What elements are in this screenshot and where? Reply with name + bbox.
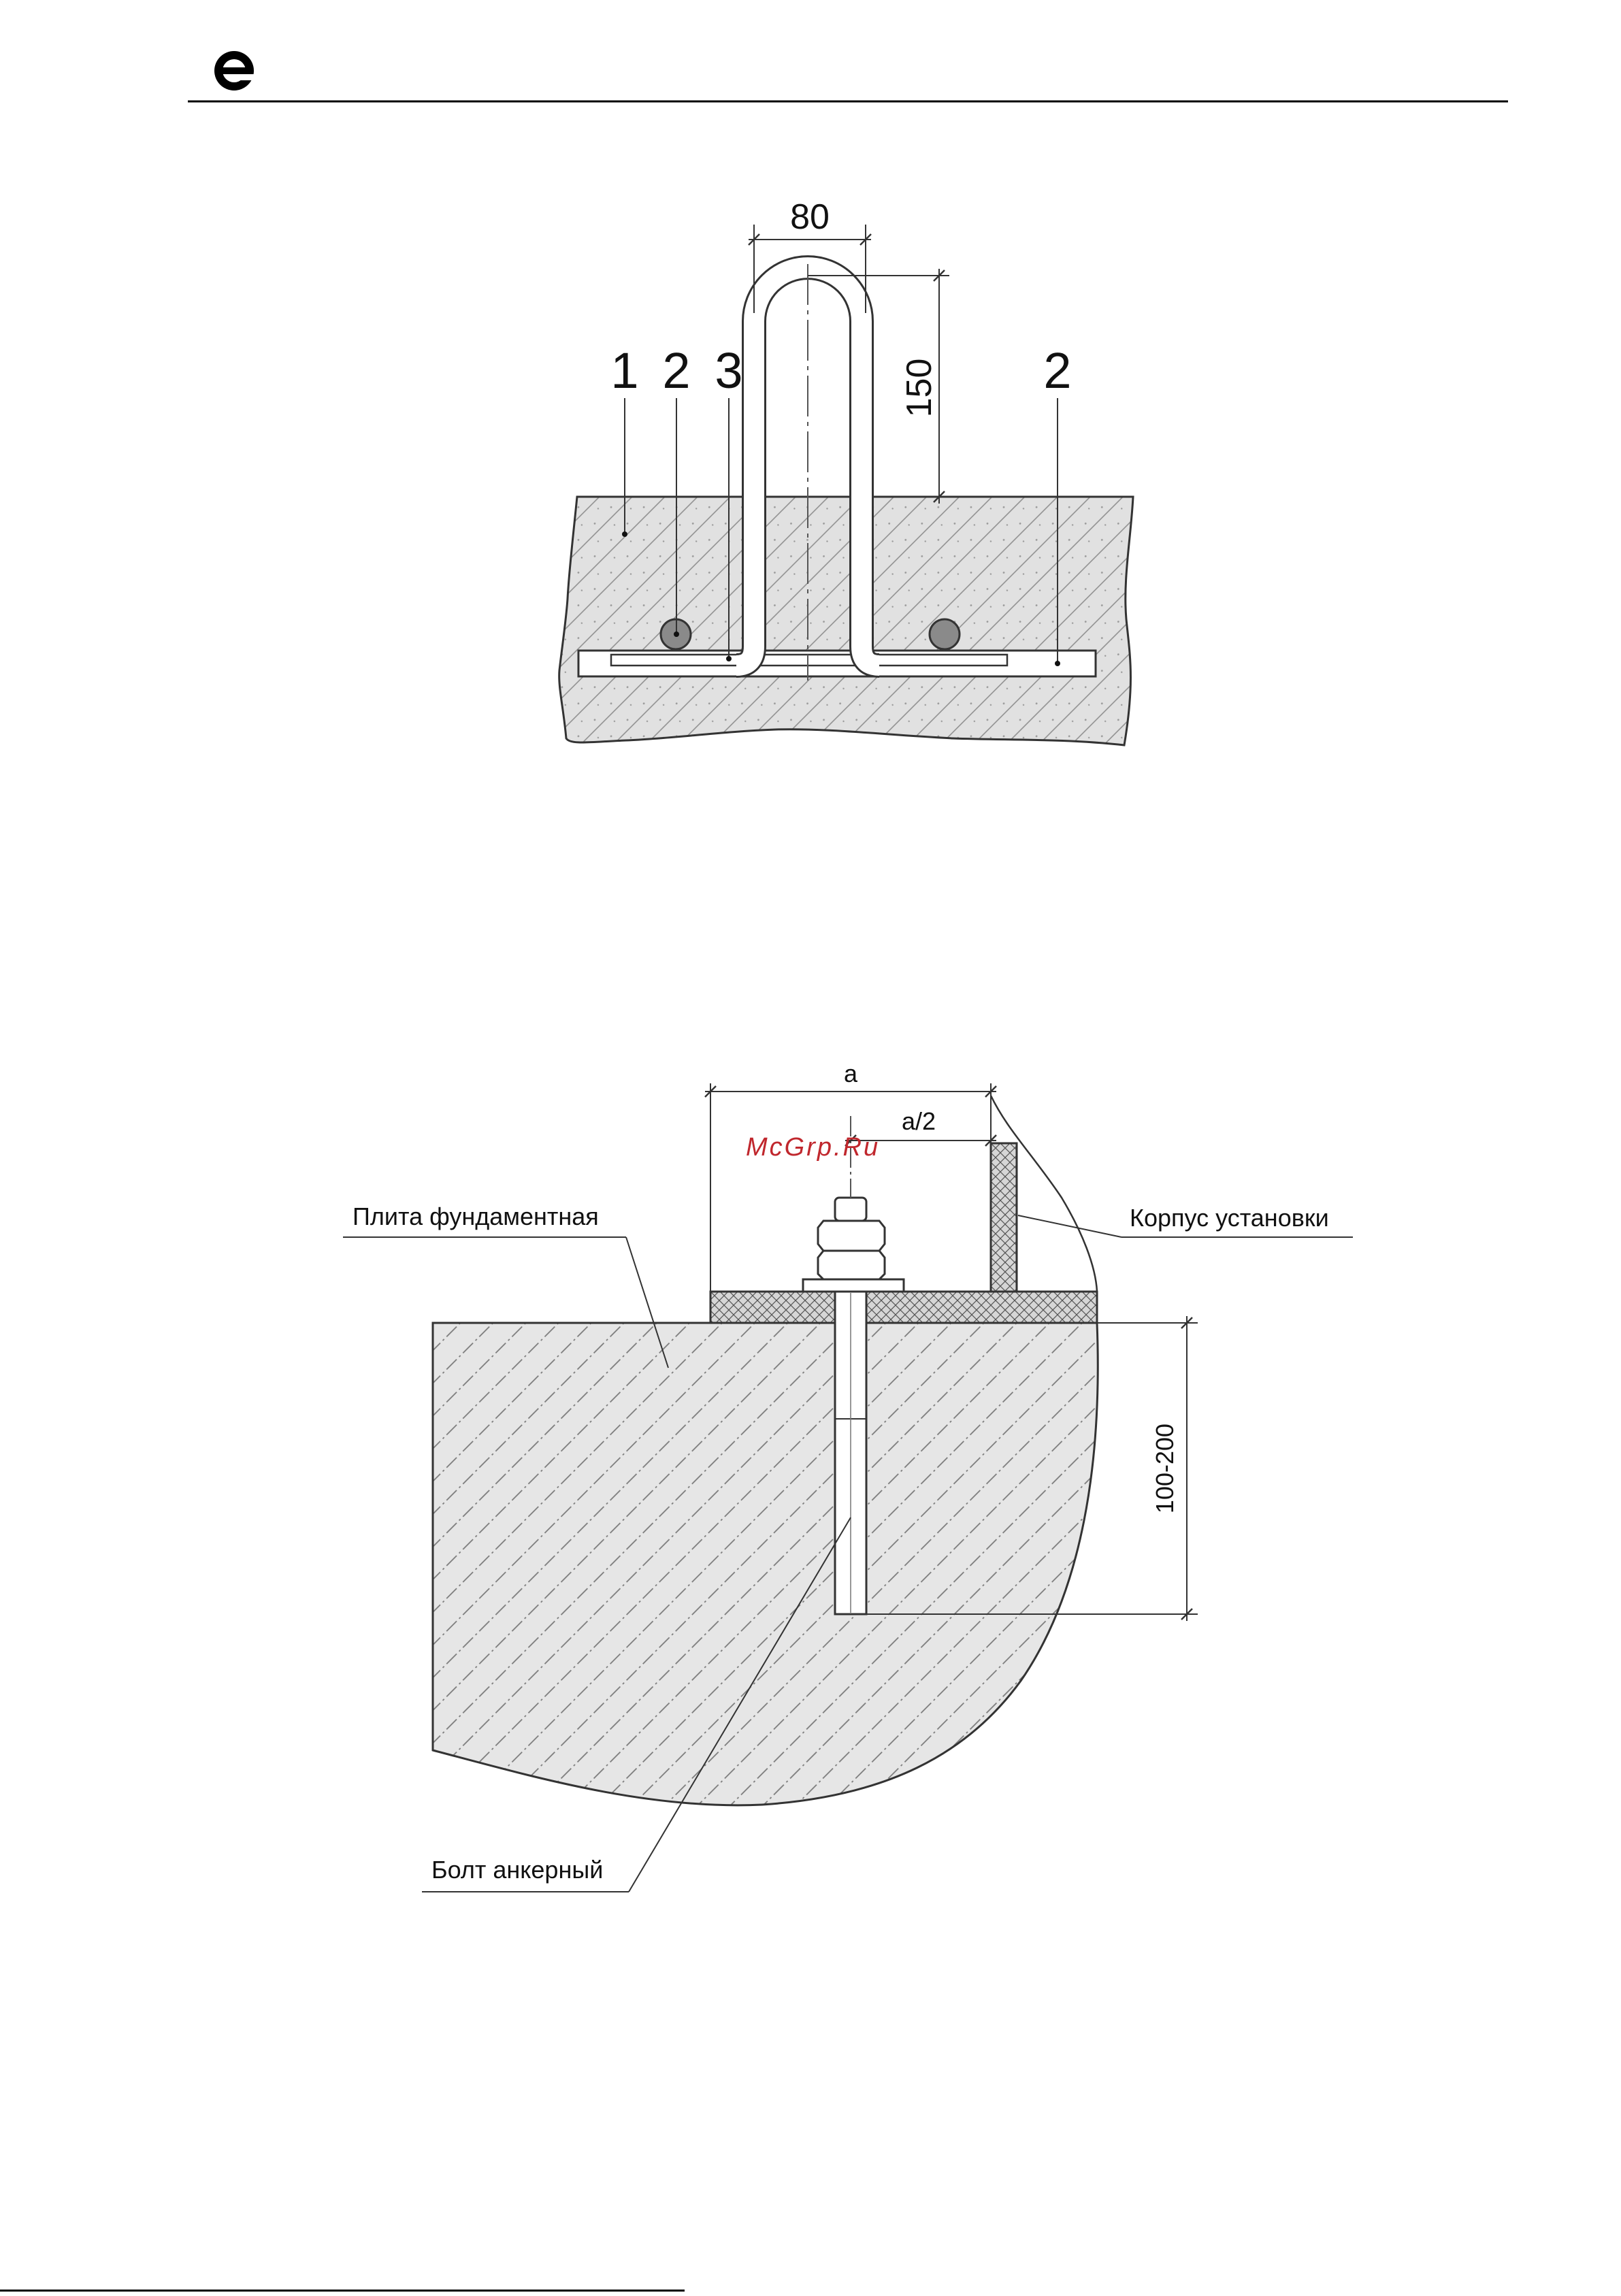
callout-2-right: 2 <box>1043 342 1071 399</box>
concrete-section <box>559 497 1133 745</box>
mesh-plate-inner <box>611 655 1007 666</box>
dim-width-label: 80 <box>790 197 830 237</box>
dim-height-label: 150 <box>900 359 939 418</box>
callout-3: 3 <box>715 342 742 399</box>
housing-wall <box>991 1143 1017 1292</box>
leader-housing <box>1018 1215 1121 1237</box>
anchor-bolt-nut-upper <box>818 1221 885 1251</box>
rebar-right <box>930 619 960 649</box>
label-housing: Корпус установки <box>1130 1204 1329 1232</box>
brand-logo-icon <box>214 51 256 91</box>
dim-a-label: a <box>844 1060 858 1087</box>
foundation-slab <box>433 1323 1098 1805</box>
callout-1: 1 <box>610 342 638 399</box>
label-bolt: Болт анкерный <box>431 1856 603 1884</box>
figure-bottom: a a/2 100-200 Плита фундаментная Корпус … <box>343 1060 1353 1892</box>
dim-half-a-label: a/2 <box>902 1107 936 1135</box>
label-slab: Плита фундаментная <box>353 1202 599 1230</box>
anchor-bolt-thread-end <box>835 1198 866 1221</box>
callout-2-left: 2 <box>662 342 690 399</box>
anchor-bolt-washer <box>803 1279 904 1292</box>
anchor-bolt-nut-lower <box>818 1251 885 1279</box>
base-plate <box>710 1292 1097 1323</box>
figure-top: 80 150 1 2 3 2 <box>559 197 1133 745</box>
dim-depth-label: 100-200 <box>1151 1424 1179 1513</box>
watermark-text: McGrp.Ru <box>746 1133 880 1162</box>
